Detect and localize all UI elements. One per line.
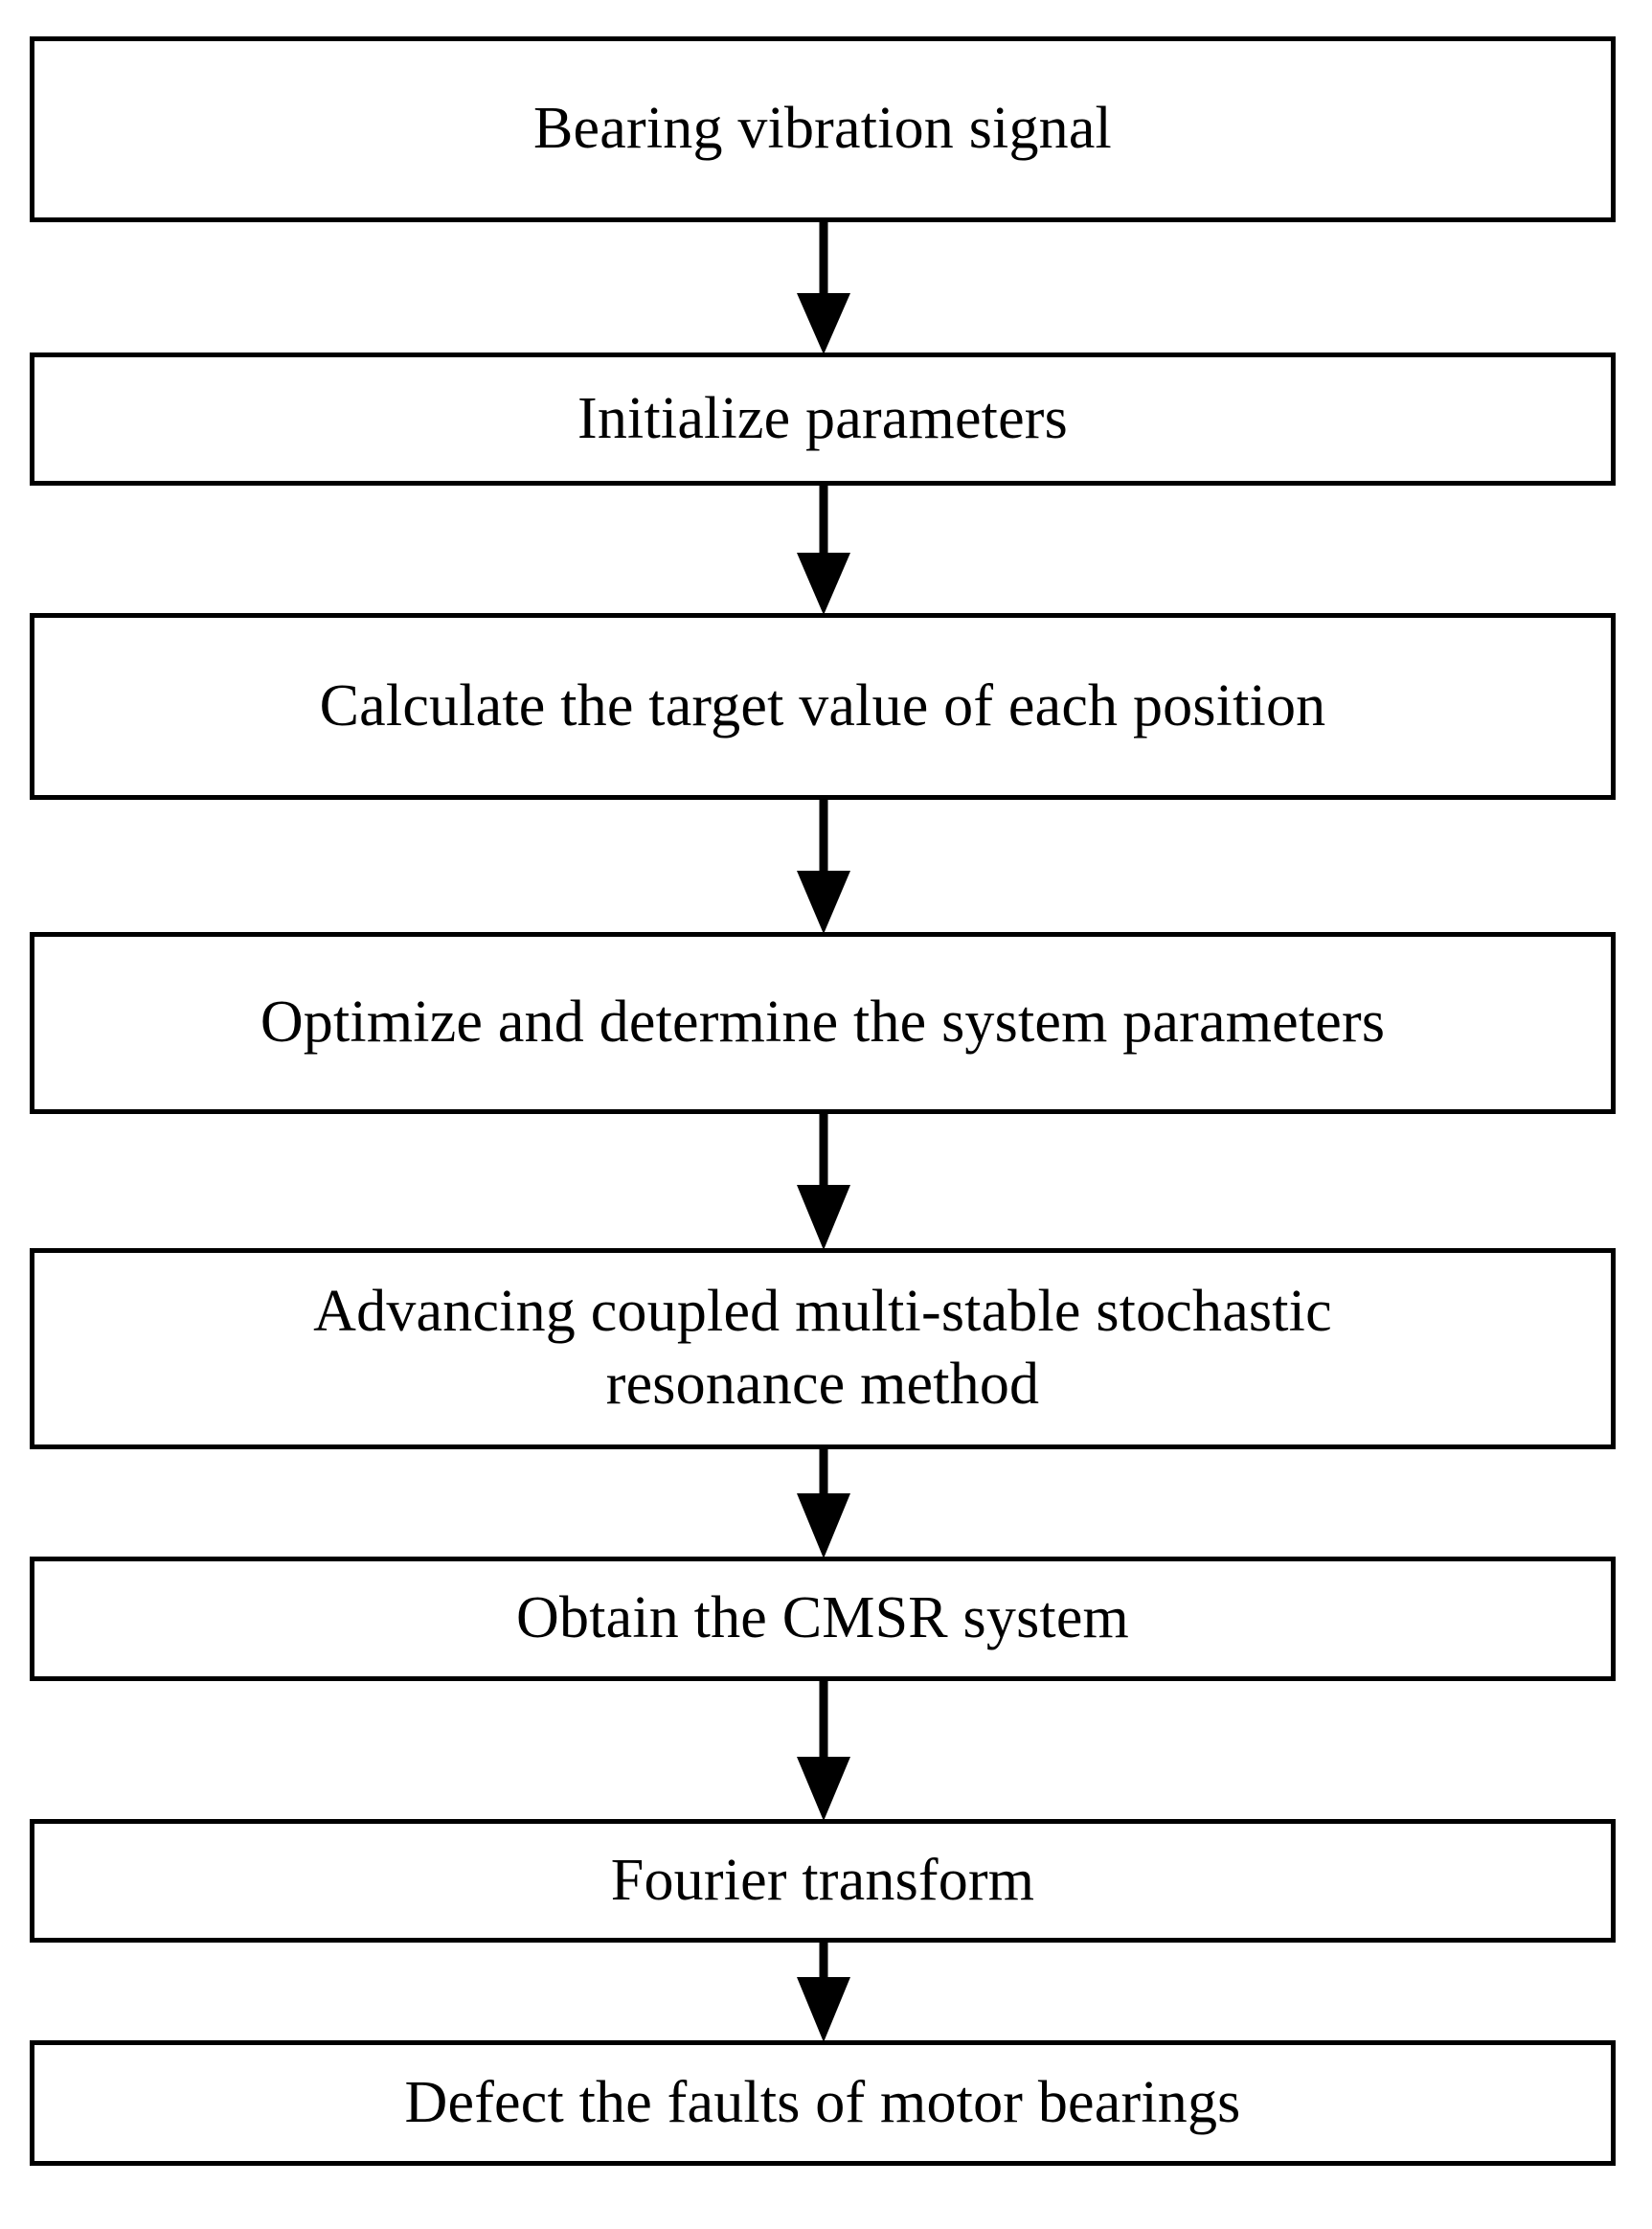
flow-node-label: Bearing vibration signal <box>532 96 1112 162</box>
flow-node-bearing-vibration-signal[interactable]: Bearing vibration signal <box>30 36 1616 222</box>
flow-node-calculate-target-value[interactable]: Calculate the target value of each posit… <box>30 613 1616 800</box>
connector-node5-node6 <box>797 1449 850 1558</box>
flow-node-label: Fourier transform <box>610 1847 1035 1913</box>
flow-node-label: Defect the faults of motor bearings <box>404 2069 1241 2135</box>
flow-node-advancing-cmsr-method[interactable]: Advancing coupled multi-stable stochasti… <box>30 1248 1616 1449</box>
connector-node3-node4 <box>797 800 850 934</box>
connector-node7-node8 <box>797 1943 850 2042</box>
connector-node1-node2 <box>797 222 850 354</box>
flow-node-obtain-cmsr-system[interactable]: Obtain the CMSR system <box>30 1557 1616 1681</box>
flow-node-label: Calculate the target value of each posit… <box>319 672 1326 739</box>
connector-node6-node7 <box>797 1681 850 1821</box>
flow-node-defect-faults-motor-bearings[interactable]: Defect the faults of motor bearings <box>30 2040 1616 2166</box>
flow-node-initialize-parameters[interactable]: Initialize parameters <box>30 353 1616 486</box>
connector-node2-node3 <box>797 486 850 615</box>
flow-node-fourier-transform[interactable]: Fourier transform <box>30 1819 1616 1943</box>
flow-node-label: Advancing coupled multi-stable stochasti… <box>313 1279 1332 1417</box>
flow-node-label: Obtain the CMSR system <box>516 1585 1129 1651</box>
flow-node-optimize-system-parameters[interactable]: Optimize and determine the system parame… <box>30 932 1616 1114</box>
flow-node-label: Optimize and determine the system parame… <box>260 989 1386 1056</box>
connector-node4-node5 <box>797 1114 850 1250</box>
flow-node-label: Initialize parameters <box>577 385 1068 451</box>
